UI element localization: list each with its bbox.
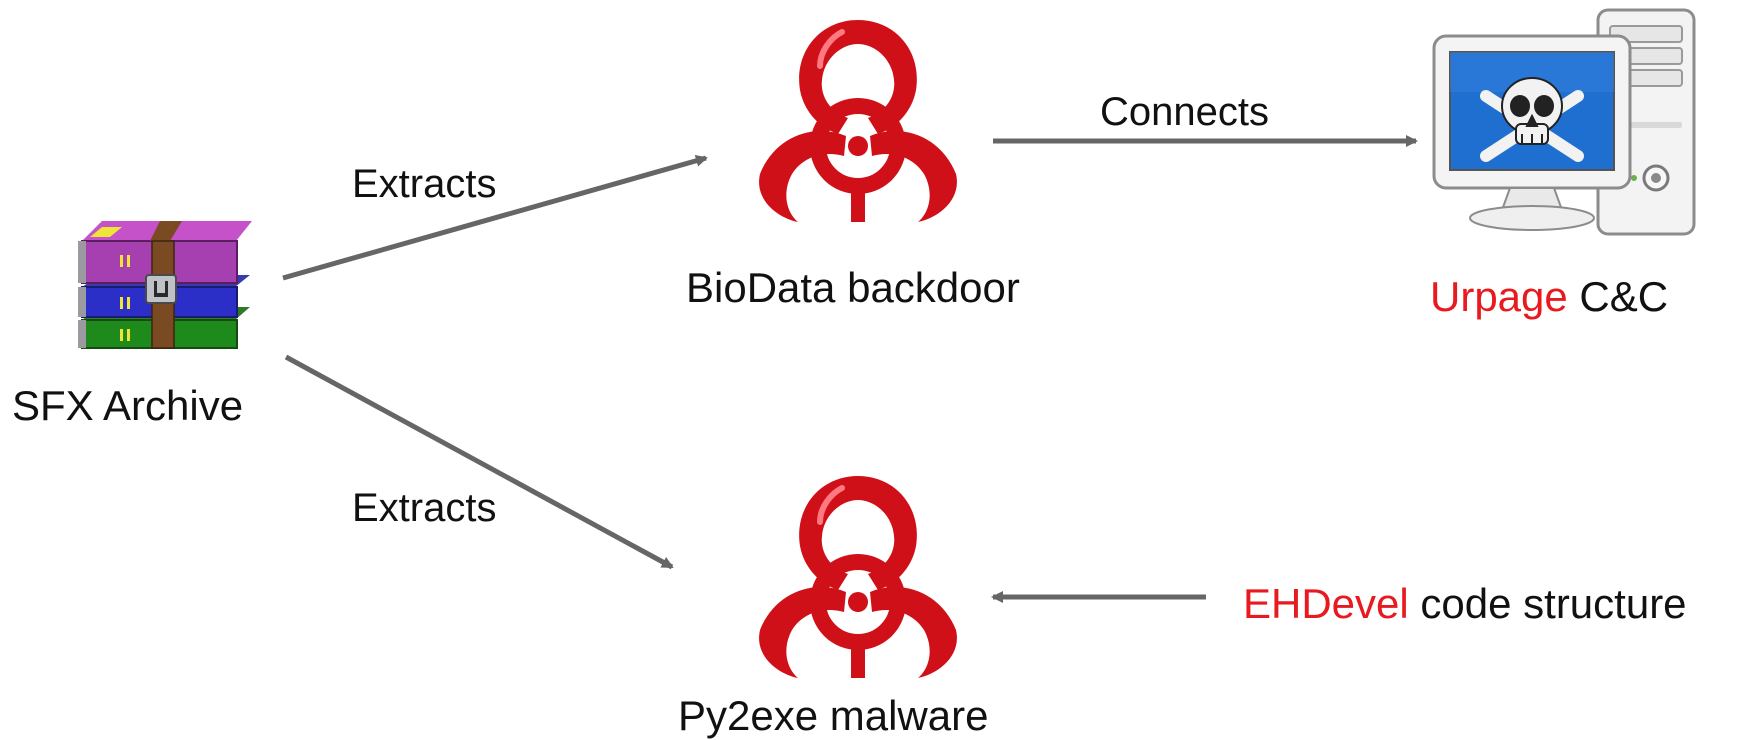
arrow-sfx-to-py2exe (284, 354, 674, 570)
py2exe-malware-label: Py2exe malware (678, 692, 989, 739)
urpage-cnc-label: Urpage C&C (1430, 276, 1668, 318)
cnc-label-rest: C&C (1567, 273, 1669, 320)
edge-label-extracts-top: Extracts (352, 162, 497, 206)
urpage-highlight: Urpage (1430, 273, 1568, 320)
ehdevel-code-structure-label: EHDevel code structure (1243, 583, 1687, 625)
arrow-sfx-to-biodata (282, 154, 708, 281)
sfx-archive-label: SFX Archive (12, 382, 244, 429)
winrar-archive-icon (78, 221, 252, 349)
ehdevel-highlight: EHDevel (1243, 580, 1409, 627)
biodata-backdoor-label: BioData backdoor (686, 264, 1020, 311)
edge-label-connects: Connects (1100, 90, 1269, 134)
edge-label-extracts-bottom: Extracts (352, 486, 497, 530)
ehdevel-label-rest: code structure (1408, 580, 1687, 627)
biohazard-icon (759, 20, 957, 222)
infected-computer-icon (1432, 8, 1696, 236)
biohazard-icon (759, 476, 957, 678)
